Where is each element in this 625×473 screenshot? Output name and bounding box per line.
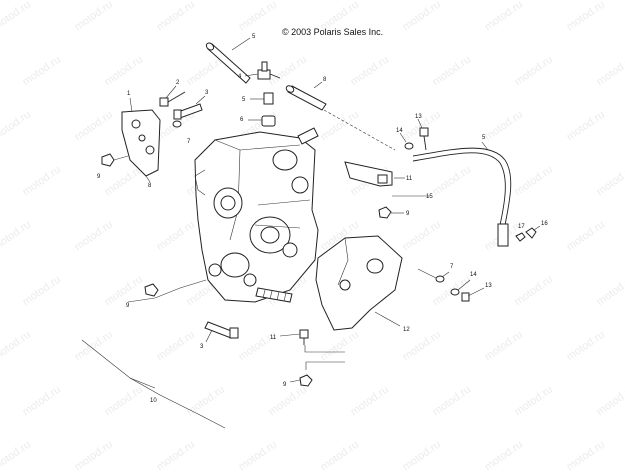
callout-16: 16 xyxy=(541,221,548,227)
washer-7-upper xyxy=(172,120,182,128)
bolt-17 xyxy=(515,232,526,242)
callout-5-cable: 5 xyxy=(482,135,486,141)
callout-13-upper: 13 xyxy=(415,114,422,120)
callout-8-tube: 8 xyxy=(323,77,327,83)
callout-17: 17 xyxy=(518,224,525,230)
callout-6: 6 xyxy=(240,117,244,123)
transmission-housing xyxy=(194,127,319,303)
callout-5-fitting: 5 xyxy=(242,97,246,103)
callout-10: 10 xyxy=(150,398,157,404)
tube-right-upper xyxy=(285,85,327,111)
rear-mount-bracket xyxy=(315,235,403,331)
fitting-5 xyxy=(263,92,274,105)
callout-7-lower: 7 xyxy=(450,264,454,270)
tube-upper xyxy=(205,42,251,84)
bolt-3-lower xyxy=(204,321,239,339)
callout-3-lower: 3 xyxy=(200,344,204,350)
leader-10 xyxy=(81,339,226,429)
bolt-2 xyxy=(159,91,186,107)
callout-9-bottom: 9 xyxy=(283,382,287,388)
callout-9-left: 9 xyxy=(97,174,101,180)
callout-13-lower: 13 xyxy=(485,283,492,289)
callout-7-upper: 7 xyxy=(187,139,191,145)
washer-14-lower xyxy=(450,288,460,296)
nut-9-right xyxy=(378,206,392,219)
nut-9-lower-left xyxy=(144,283,159,297)
callout-2: 2 xyxy=(176,80,180,86)
bolt-13-lower xyxy=(461,292,470,302)
bolt-13-upper xyxy=(419,127,429,151)
callout-1: 1 xyxy=(127,91,131,97)
callout-15: 15 xyxy=(426,194,433,200)
fitting-6 xyxy=(261,115,276,127)
t-fitting xyxy=(257,61,281,80)
callout-3-upper: 3 xyxy=(205,90,209,96)
cable-hose xyxy=(412,147,512,247)
bolt-16 xyxy=(525,227,537,239)
callout-11-upper: 11 xyxy=(406,176,413,182)
callout-14-lower: 14 xyxy=(470,272,477,278)
washer-7-lower xyxy=(435,275,445,283)
callout-5-top: 5 xyxy=(252,34,256,40)
washer-14-upper xyxy=(404,142,414,150)
callout-9-right: 9 xyxy=(406,211,410,217)
callout-4: 4 xyxy=(238,74,242,80)
bolt-3-upper xyxy=(173,103,203,120)
callout-14-upper: 14 xyxy=(396,128,403,134)
bolt-11-lower xyxy=(299,329,309,345)
nut-9-left xyxy=(101,153,115,167)
nut-9-bottom xyxy=(299,374,313,387)
callout-9-lower-left: 9 xyxy=(126,303,130,309)
callout-11-lower: 11 xyxy=(270,335,277,341)
copyright-text: © 2003 Polaris Sales Inc. xyxy=(282,27,384,37)
callout-8-left: 8 xyxy=(148,183,152,189)
small-bracket-15 xyxy=(344,161,393,187)
left-mount-bracket xyxy=(121,109,161,177)
callout-12: 12 xyxy=(403,327,410,333)
